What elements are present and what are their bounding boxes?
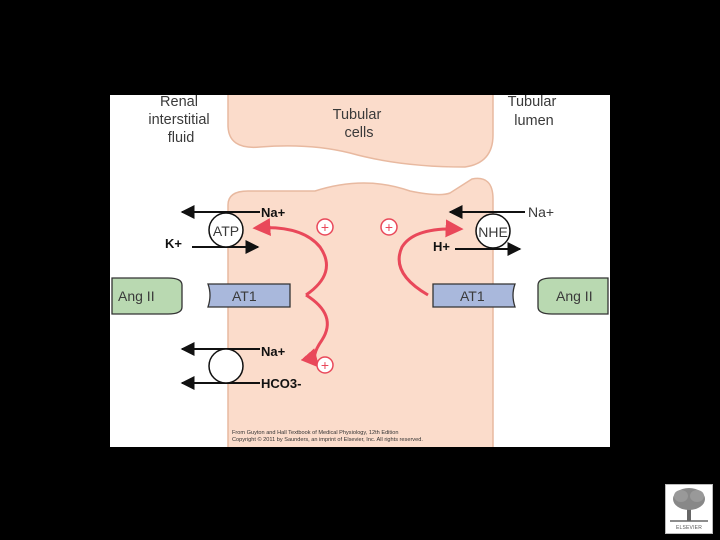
lumen-label-line-1: Tubular — [508, 95, 557, 110]
k-label: K+ — [165, 236, 182, 251]
plus-icon-right: + — [380, 218, 398, 236]
ang-ii-left-label: Ang II — [118, 288, 155, 304]
na-top-left-label: Na+ — [261, 205, 286, 220]
ang-ii-right — [537, 277, 609, 315]
plus-right-symbol: + — [385, 219, 393, 235]
nhe-exchanger — [475, 213, 511, 249]
interstitial-label-line-1: Renal — [160, 95, 198, 110]
plus-icon-bottom: + — [316, 356, 334, 374]
lumen-label-line-2: lumen — [514, 113, 554, 129]
plus-icon-left: + — [316, 218, 334, 236]
hco3-label: HCO3- — [261, 376, 301, 391]
at1-left-label: AT1 — [232, 288, 257, 304]
plus-left-symbol: + — [321, 219, 329, 235]
at1-right-label: AT1 — [460, 288, 485, 304]
cells-label-line-2: cells — [344, 125, 373, 141]
plus-bottom-symbol: + — [321, 357, 329, 373]
cells-label: Tubular cells — [333, 107, 386, 141]
atp-label: ATP — [213, 223, 239, 239]
cells-label-line-1: Tubular — [333, 107, 382, 123]
credit-line-1: From Guyton and Hall Textbook of Medical… — [232, 430, 399, 436]
nhe-label: NHE — [478, 224, 508, 240]
credit-line-2: Copyright © 2011 by Saunders, an imprint… — [232, 437, 423, 443]
atp-pump — [208, 212, 244, 248]
ang-ii-left — [111, 277, 183, 315]
elsevier-logo-text: ELSEVIER — [675, 525, 703, 531]
stimulation-arrow-atp — [252, 218, 328, 297]
at1-receptor-left — [207, 283, 291, 308]
lower-tubular-cell — [227, 177, 494, 447]
ang-ii-right-label: Ang II — [556, 288, 593, 304]
upper-tubular-cell — [227, 95, 494, 168]
stimulation-arrow-cotransporter — [300, 293, 329, 368]
renal-tubule-diagram: Renal interstitial fluid Tubular cells T… — [110, 95, 610, 447]
na-hco3-cotransporter — [208, 348, 244, 384]
tree-icon — [670, 488, 708, 522]
na-top-right-label: Na+ — [528, 204, 554, 220]
interstitial-label-line-2: interstitial — [148, 112, 209, 128]
at1-receptor-right — [432, 283, 516, 308]
h-label: H+ — [433, 239, 450, 254]
interstitial-label: Renal interstitial fluid — [148, 95, 213, 146]
na-bottom-label: Na+ — [261, 344, 286, 359]
interstitial-label-line-3: fluid — [168, 130, 195, 146]
diagram-canvas: Renal interstitial fluid Tubular cells T… — [111, 95, 609, 447]
elsevier-logo: ELSEVIER — [665, 484, 713, 534]
stimulation-arrow-nhe — [397, 219, 464, 297]
copyright-credit: From Guyton and Hall Textbook of Medical… — [232, 430, 423, 444]
lumen-label: Tubular lumen — [508, 95, 561, 129]
